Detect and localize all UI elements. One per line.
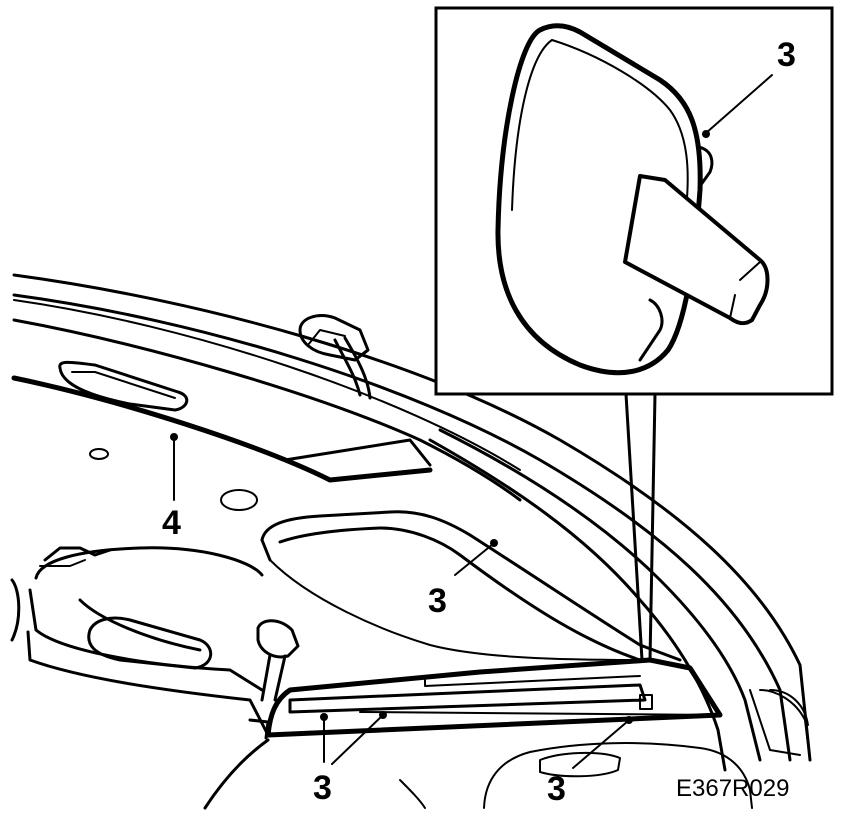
bottom-left-callout-3: 3	[313, 769, 332, 807]
left-interior-parts	[10, 546, 300, 810]
a-pillar	[428, 428, 811, 772]
windshield-trim-callout-3: 3	[428, 582, 447, 620]
headliner-callout-4: 4	[162, 504, 181, 542]
inset-pointer-lines	[624, 392, 657, 662]
inset-callout-3: 3	[777, 36, 796, 74]
grab-handle-clip	[298, 314, 372, 400]
figure-code: E367R029	[676, 775, 789, 802]
leader-lines	[170, 74, 773, 769]
inset-clip-detail	[495, 23, 770, 376]
dashboard-trim-strip	[265, 657, 723, 738]
headliner-panel	[11, 318, 522, 511]
roof-edge-lines	[12, 273, 812, 762]
windshield-frame	[260, 510, 682, 662]
lower-center-parts	[399, 689, 809, 809]
bottom-center-callout-3: 3	[547, 770, 566, 808]
